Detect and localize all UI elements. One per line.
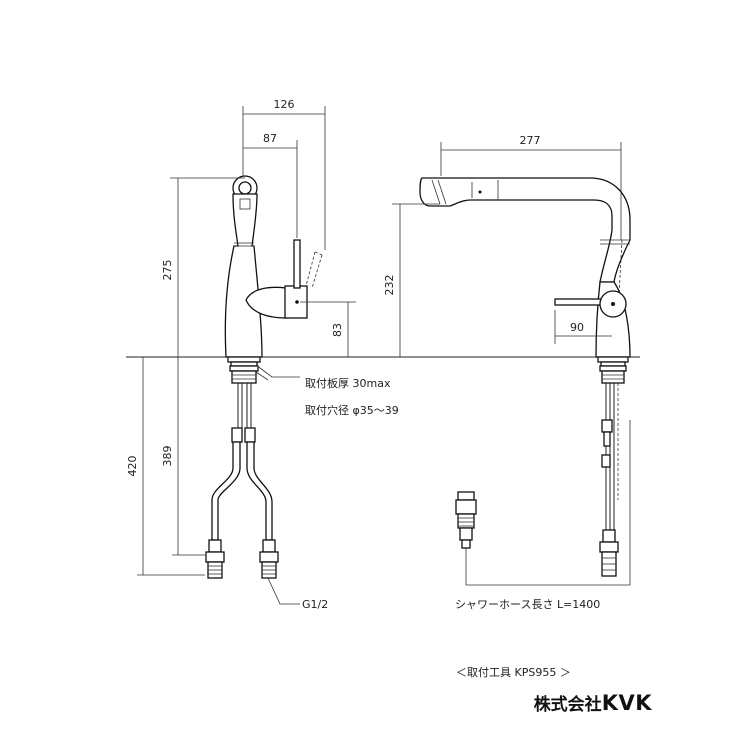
mounting-tool-note: ＜取付工具 KPS955 ＞: [456, 666, 571, 679]
dim-83-label: 83: [331, 323, 344, 337]
dim-232-label: 232: [383, 275, 396, 296]
dim-420-label: 420: [126, 456, 139, 477]
mounting-hole-note: 取付穴径 φ35～39: [305, 403, 399, 417]
thread-note: G1/2: [302, 598, 328, 611]
hose-connector-icon: [455, 420, 631, 586]
faucet-side-view-icon: [419, 177, 631, 577]
faucet-front-view-icon: [205, 175, 323, 579]
mounting-thickness-note: 取付板厚 30max: [305, 376, 391, 390]
side-view-dimension-lines: [392, 142, 622, 357]
front-view-dimension-lines: [137, 106, 356, 605]
brand-mark: 株式会社KVK: [0, 690, 652, 715]
dim-389-label: 389: [161, 446, 174, 467]
dim-87-label: 87: [263, 132, 277, 145]
dim-126-label: 126: [274, 98, 295, 111]
company-prefix: 株式会社: [533, 695, 602, 715]
dim-90-label: 90: [570, 321, 584, 334]
dim-277-label: 277: [520, 134, 541, 147]
kvk-logo: KVK: [601, 691, 652, 715]
dim-275-label: 275: [161, 260, 174, 281]
shower-hose-note: シャワーホース長さ L=1400: [455, 598, 600, 611]
